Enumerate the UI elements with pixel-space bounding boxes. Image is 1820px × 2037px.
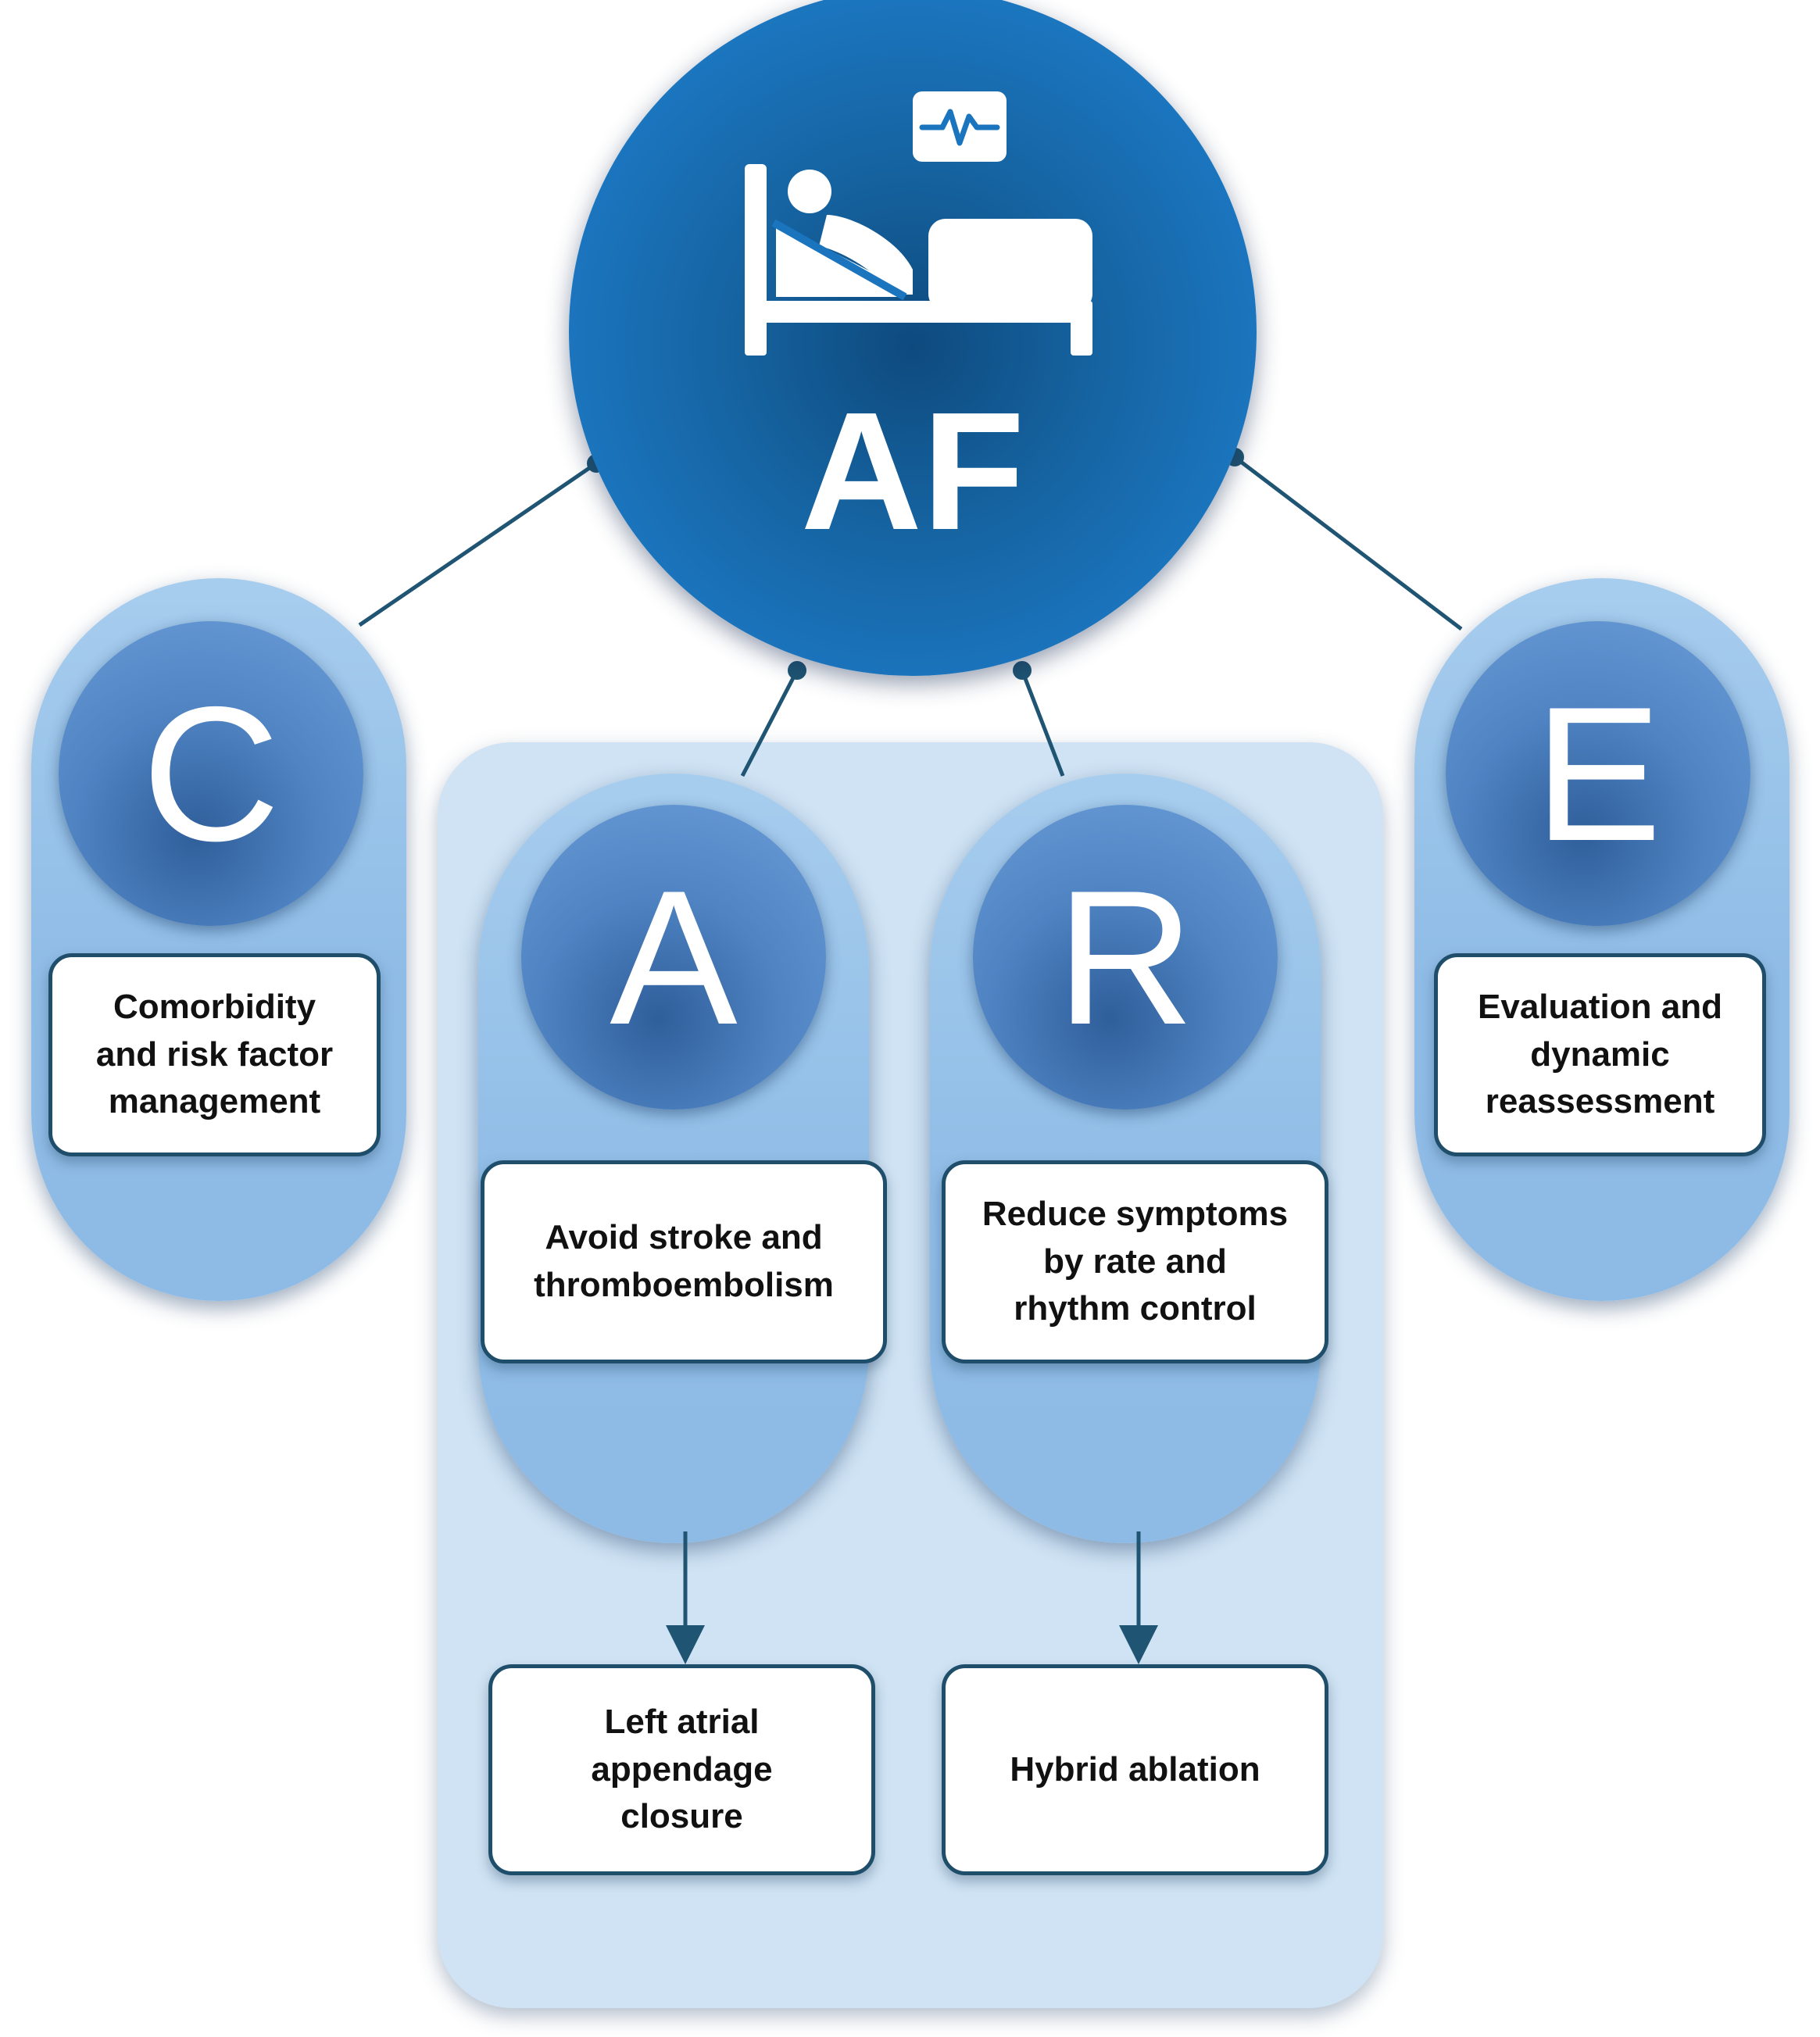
connector-af-a [740, 669, 799, 777]
pillar-a-sub-description: Left atrial appendage closure [488, 1664, 875, 1875]
pillar-e-letter: E [1446, 621, 1750, 926]
connector-dot-r [1013, 661, 1032, 680]
pillar-r-description: Reduce symptoms by rate and rhythm contr… [942, 1160, 1328, 1363]
connector-dot-a [788, 661, 806, 680]
hospital-bed-monitor-icon [745, 91, 1092, 356]
connector-af-e [1233, 456, 1463, 631]
connector-af-r [1020, 670, 1065, 777]
pillar-r-sub-description: Hybrid ablation [942, 1664, 1328, 1875]
pillar-c-letter: C [59, 621, 363, 926]
af-center-label: AF [800, 377, 1025, 565]
af-center-circle: AF [569, 0, 1257, 676]
pillar-a-description: Avoid stroke and thromboembolism [481, 1160, 887, 1363]
connector-af-c [358, 461, 598, 627]
pillar-c-description: Comorbidity and risk factor management [48, 953, 381, 1156]
pillar-a-letter: A [521, 805, 826, 1110]
pillar-e-description: Evaluation and dynamic reassessment [1434, 953, 1766, 1156]
pillar-r-letter: R [973, 805, 1278, 1110]
